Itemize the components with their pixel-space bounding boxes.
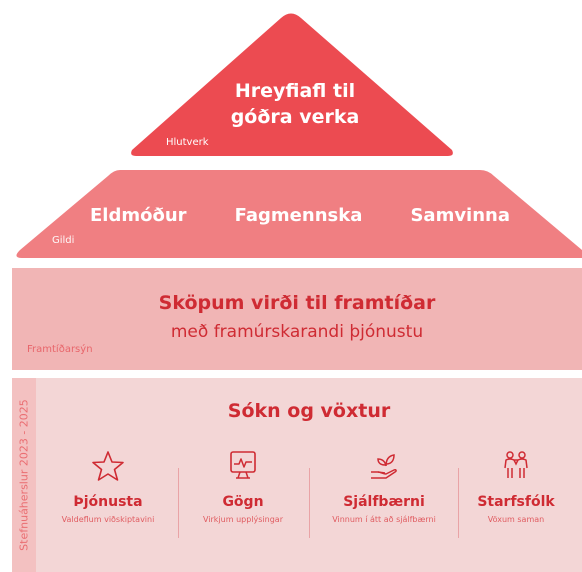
pillar-starfsfolk: Starfsfólk Vöxum saman	[446, 448, 582, 538]
pillar-thjonusta: Þjónusta Valdeflum viðskiptavini	[38, 448, 178, 538]
strategy-side-band	[12, 378, 36, 572]
value-eldmodur: Eldmóður	[90, 205, 187, 226]
pyramid-top-triangle	[131, 13, 453, 156]
value-samvinna: Samvinna	[410, 205, 510, 226]
vision-block	[12, 268, 582, 370]
value-fagmennska: Fagmennska	[234, 205, 363, 226]
strategy-title: Sókn og vöxtur	[227, 400, 391, 422]
people-icon	[504, 451, 528, 478]
pillar-title: Þjónusta	[73, 494, 143, 510]
strategy-period-label: Stefnuáherslur 2023 - 2025	[17, 399, 31, 551]
vision-subtitle: með framúrskarandi þjónustu	[170, 322, 424, 342]
pillar-divider	[458, 468, 459, 538]
pillar-subtitle: Virkjum upplýsingar	[203, 515, 283, 524]
chart-monitor-icon	[230, 451, 256, 479]
pillar-subtitle: Valdeflum viðskiptavini	[61, 515, 155, 524]
pyramid-values-trapezoid	[16, 170, 582, 258]
pillar-sjalfbaerni: Sjálfbærni Vinnum í átt að sjálfbærni	[314, 448, 454, 538]
pillar-title: Sjálfbærni	[343, 494, 425, 510]
values-caption: Gildi	[52, 235, 75, 246]
values-row: Eldmóður Fagmennska Samvinna	[90, 205, 510, 226]
pillar-title: Starfsfólk	[477, 494, 555, 510]
sprout-hand-icon	[371, 454, 397, 479]
vision-title: Sköpum virði til framtíðar	[158, 292, 436, 314]
pillar-divider	[178, 468, 179, 538]
vision-caption: Framtíðarsýn	[27, 344, 93, 355]
pillar-subtitle: Vöxum saman	[487, 515, 545, 524]
mission-caption: Hlutverk	[166, 137, 209, 148]
pillar-title: Gögn	[222, 494, 264, 510]
pillar-divider	[309, 468, 310, 538]
pillar-subtitle: Vinnum í átt að sjálfbærni	[332, 515, 436, 524]
star-icon	[92, 451, 124, 481]
pillar-gogn: Gögn Virkjum upplýsingar	[173, 448, 313, 538]
mission-title: Hreyfiafl til góðra verka	[230, 80, 360, 128]
